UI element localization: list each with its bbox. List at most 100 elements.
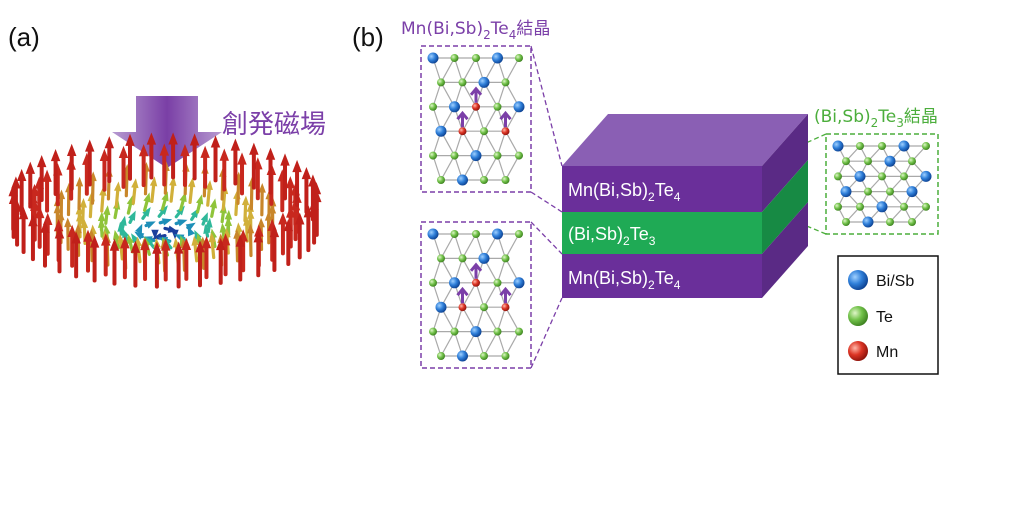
spin-arrow-head — [142, 207, 151, 217]
spin-arrow-head — [89, 235, 100, 248]
lattice-bond — [440, 57, 456, 83]
lattice-bond — [504, 155, 520, 181]
te-atom — [450, 327, 459, 336]
te-atom — [842, 157, 850, 166]
l1-sub1: 2 — [648, 190, 655, 204]
te-atom — [501, 176, 510, 184]
crystal-right-label: (Bi,Sb)2Te3結晶 — [814, 107, 938, 130]
bisb-atom — [884, 155, 896, 167]
spin-arrow-head — [75, 176, 84, 187]
spin-arrow-head — [143, 192, 151, 203]
lattice-bond — [475, 106, 485, 132]
spin-arrow-head — [131, 178, 139, 189]
lattice-bond — [504, 233, 520, 259]
spin-arrow-head — [117, 233, 125, 244]
lattice-bond — [432, 82, 442, 107]
spin-arrow-head — [195, 240, 205, 253]
spin-arrow-head — [230, 138, 241, 151]
spin-arrow-head — [159, 143, 170, 156]
spin-arrow — [236, 175, 241, 205]
lattice-bond — [475, 282, 485, 308]
te-atom — [900, 172, 908, 181]
legend: Bi/Sb Te Mn — [837, 255, 939, 375]
lattice-bond — [483, 331, 499, 357]
spin-arrow-head — [196, 194, 204, 205]
l2-sub1: 2 — [623, 234, 630, 248]
lattice-bond — [496, 258, 507, 283]
spin-arrow-head — [265, 147, 276, 160]
spin-arrow-head — [258, 183, 266, 193]
spin-arrow-head — [294, 212, 305, 225]
te-atom — [922, 142, 930, 150]
te-atom — [515, 54, 523, 62]
spin-arrow-head — [200, 145, 210, 158]
l1-pre: Mn(Bi,Sb) — [568, 180, 648, 200]
spin-arrow-head — [209, 198, 218, 209]
bisb-atom — [840, 186, 852, 198]
spin-arrow-head — [292, 159, 302, 173]
spin-arrow-head — [189, 133, 200, 146]
spin-arrow-head — [130, 240, 141, 253]
spin-arrow-head — [119, 215, 127, 226]
lattice-bond — [453, 307, 464, 332]
spin-arrow-head — [167, 225, 178, 233]
spin-arrow-head — [80, 218, 89, 229]
spin-arrow-head — [135, 223, 143, 234]
lattice-bond — [496, 307, 507, 332]
te-atom — [472, 54, 480, 62]
spin-arrow-head — [208, 232, 216, 243]
legend-mn-icon — [848, 341, 868, 361]
spin-arrow — [143, 165, 148, 196]
ctl-post: 結晶 — [516, 19, 550, 39]
crystal-top-label: Mn(Bi,Sb)2Te4結晶 — [401, 19, 550, 42]
l3-pre: Mn(Bi,Sb) — [568, 268, 648, 288]
spin-arrow-head — [235, 234, 245, 247]
spin-arrow-head — [112, 229, 121, 240]
spin-arrow-head — [201, 236, 212, 249]
spin-arrow-head — [160, 238, 171, 251]
crl-sub1: 2 — [871, 116, 879, 130]
spin-arrow-head — [152, 241, 162, 254]
te-atom — [472, 230, 480, 238]
bisb-atom — [449, 101, 460, 113]
te-atom — [450, 54, 459, 62]
spin-arrow-head — [187, 177, 196, 188]
spin-arrow-head — [246, 209, 255, 219]
bisb-atom — [478, 76, 490, 88]
te-atom — [458, 78, 467, 87]
spin-arrow-head — [125, 133, 135, 146]
spin-arrow — [249, 180, 254, 211]
spin-arrow-head — [233, 229, 241, 239]
spin-arrow-head — [181, 237, 192, 251]
spin-arrow-head — [100, 233, 111, 246]
lattice-bond — [461, 106, 477, 132]
mn-atom — [472, 278, 480, 287]
layer-label-2: (Bi,Sb)2Te3 — [568, 224, 656, 248]
ctl-mid: Te — [490, 19, 509, 39]
l1-mid: Te — [655, 180, 674, 200]
bisb-atom — [449, 277, 460, 289]
spin-arrow-head — [99, 148, 110, 161]
ctl-sub2: 4 — [509, 28, 517, 42]
bisb-atom — [457, 174, 468, 186]
bisb-atom — [876, 201, 888, 213]
bisb-atom — [854, 170, 866, 182]
bisb-atom — [470, 326, 482, 338]
spin-arrow-head — [120, 236, 130, 249]
spin-arrow-head — [128, 210, 136, 221]
spin-arrow-head — [11, 176, 21, 189]
spin-arrow-head — [219, 148, 230, 161]
lattice-bond — [440, 331, 456, 357]
spin-arrow-head — [50, 149, 61, 162]
lattice-bond — [483, 106, 499, 132]
mn-spin-arrow — [499, 286, 512, 304]
bisb-atom — [457, 350, 468, 362]
spin-arrow-head — [311, 182, 322, 195]
heterostructure-slab — [562, 114, 808, 298]
spin-arrow-head — [53, 219, 64, 232]
spin-arrow-head — [309, 197, 319, 210]
te-atom — [480, 176, 488, 184]
spin-arrow-head — [140, 237, 150, 251]
mn-atom — [458, 127, 467, 136]
lattice-bond — [496, 131, 507, 156]
